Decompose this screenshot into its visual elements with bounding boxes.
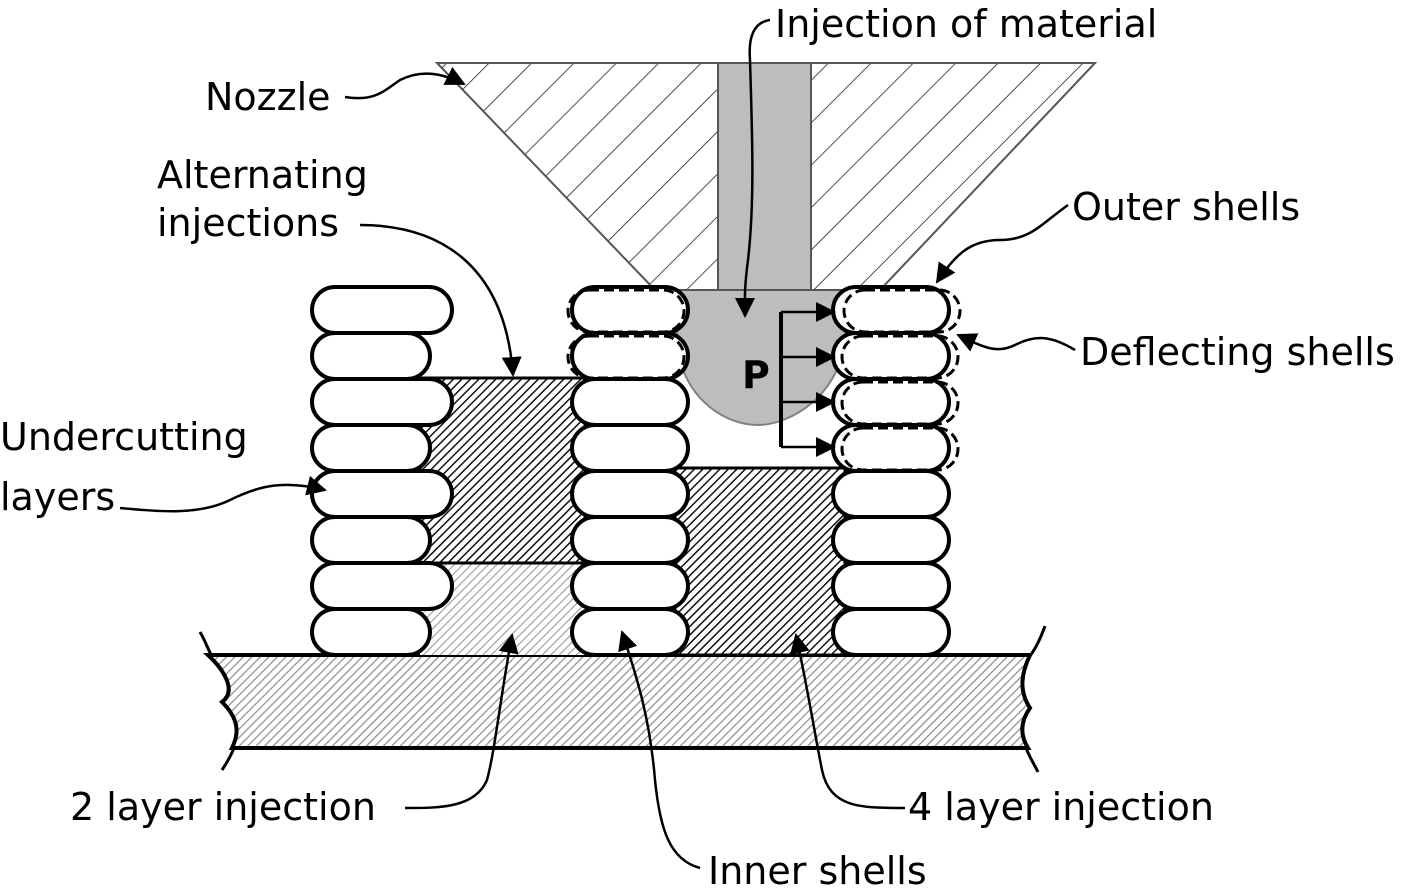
left-shell-layer — [310, 469, 454, 519]
left-shell-layer — [310, 331, 432, 381]
leader-deflecting — [956, 333, 1076, 352]
inner-shell-layer — [570, 469, 690, 519]
deflecting-shell-outline — [566, 334, 686, 380]
build-plate — [202, 653, 1034, 750]
pressure-label: P — [742, 353, 770, 397]
outer-shell-layer — [831, 515, 951, 565]
outer-shell-layer — [831, 561, 951, 611]
inner-shell-layer — [570, 377, 690, 427]
four-layer-injection-region — [673, 466, 847, 657]
label-inner-shells: Inner shells — [708, 849, 927, 886]
leader-undercutting — [119, 475, 327, 513]
nozzle-channel — [717, 62, 812, 291]
inner-shell-layer — [570, 285, 690, 335]
deflecting-shell-outline — [840, 426, 960, 472]
inner-shell-layer — [570, 423, 690, 473]
pressure-arrows — [781, 302, 836, 457]
label-deflecting-shells: Deflecting shells — [1080, 330, 1395, 374]
outer-shell-layer — [831, 607, 951, 657]
plate-break-left-bottom — [220, 747, 236, 771]
deflecting-shell-outline — [842, 288, 962, 334]
inner-shell-layer — [570, 607, 690, 657]
left-shell-layer — [310, 561, 454, 611]
inner-shell-column — [570, 285, 690, 657]
outer-shell-layer — [831, 469, 951, 519]
inner-shell-layer — [570, 515, 690, 565]
inner-shell-layer — [570, 561, 690, 611]
deflecting-shell-outline — [566, 288, 686, 334]
leader-inner-shells — [618, 630, 701, 870]
leader-four-layer — [790, 633, 906, 810]
left-shell-layer — [310, 285, 454, 335]
deflecting-shell-outline — [840, 334, 960, 380]
leader-two-layer — [404, 633, 519, 810]
plate-break-left — [198, 631, 214, 657]
label-alternating-line2: injections — [157, 201, 339, 245]
plate-break-right-bottom — [1024, 747, 1040, 773]
leader-injection — [734, 18, 771, 318]
label-alternating-line1: Alternating — [157, 153, 368, 197]
leader-nozzle — [344, 67, 466, 100]
label-injection-of-material: Injection of material — [775, 2, 1157, 46]
leader-outer — [935, 203, 1069, 284]
left-shell-column — [310, 285, 454, 657]
label-undercutting-line1: Undercutting — [0, 415, 248, 459]
inner-shell-layer — [570, 331, 690, 381]
left-shell-layer — [310, 515, 432, 565]
outer-shell-column — [831, 285, 951, 657]
label-two-layer-injection: 2 layer injection — [70, 785, 376, 829]
deflecting-shell-outline — [840, 380, 960, 426]
deflecting-shells — [566, 288, 962, 472]
left-shell-layer — [310, 607, 432, 657]
label-four-layer-injection: 4 layer injection — [908, 785, 1214, 829]
label-nozzle: Nozzle — [205, 75, 331, 119]
leader-alternating — [359, 223, 522, 377]
left-shell-layer — [310, 423, 432, 473]
plate-break-right — [1028, 625, 1047, 657]
label-undercutting-line2: layers — [0, 475, 115, 519]
label-outer-shells: Outer shells — [1072, 185, 1300, 229]
left-shell-layer — [310, 377, 454, 427]
